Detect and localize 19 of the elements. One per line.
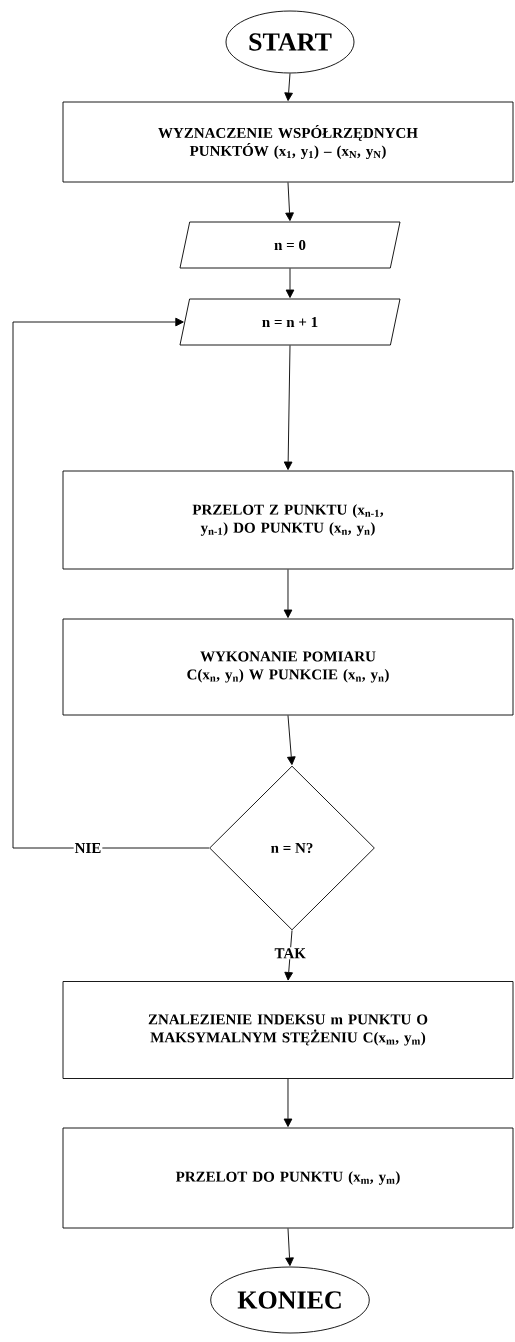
edge-label: TAK — [274, 948, 306, 959]
arrow — [285, 1228, 294, 1266]
input-parallelogram: n = n + 1 — [179, 298, 401, 346]
arrow — [285, 182, 294, 221]
process-box: PRZELOT DO PUNKTU (x$_{m}$, y$_{m}$) — [62, 1127, 514, 1229]
arrow — [284, 930, 293, 981]
input-parallelogram: n = 0 — [179, 221, 401, 269]
process-box: PRZELOT Z PUNKTU (x$_{n-1}$, y$_{n-1}$) DO PUNKTU (x$_{n}$, y$_{n}$) — [62, 470, 514, 570]
process-box: WYZNACZENIE WSPÓŁRZĘDNYCH PUNKTÓW (x$_{1}$, y$_{1}$) – (x$_{N}$, y$_{N}$) — [62, 101, 514, 183]
arrow — [283, 569, 293, 618]
arrow — [287, 715, 296, 765]
arrow — [283, 1078, 293, 1127]
edge-label: NIE — [74, 843, 101, 853]
arrow — [285, 268, 295, 298]
arrow — [284, 73, 293, 101]
process-box: ZNALEZIENIE INDEKSU m PUNKTU O MAKSYMALNYM STĘŻENIU C(x$_{m}$, y$_{m}$) — [62, 981, 514, 1079]
arrow — [12, 317, 210, 849]
process-box: WYKONANIE POMIARU C(x$_{n}$, y$_{n}$) W PUNKCIE (x$_{n}$, y$_{n}$) — [62, 618, 514, 716]
arrow — [283, 345, 293, 470]
